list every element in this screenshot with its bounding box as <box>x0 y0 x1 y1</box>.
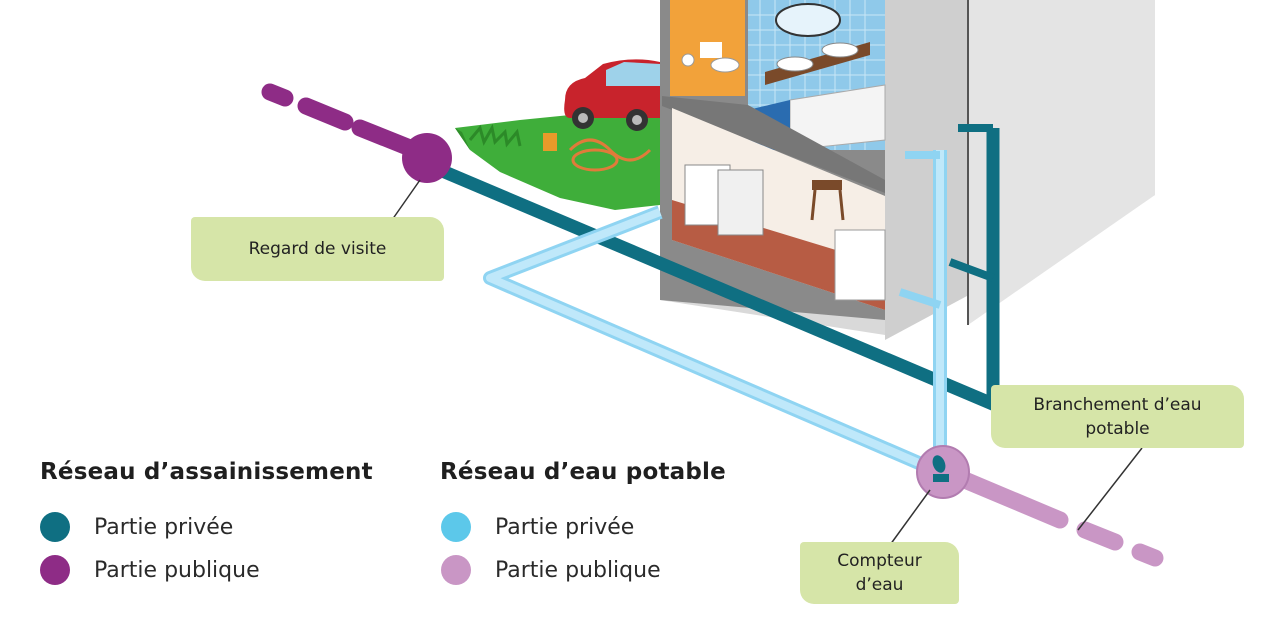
manhole-leader <box>391 179 421 221</box>
water-private-pipe <box>483 150 947 477</box>
house-cutaway <box>660 0 1155 340</box>
water-connection-callout: Branchement d’eau potable <box>991 385 1244 448</box>
manhole-marker <box>402 133 452 183</box>
legend-item-water-private: Partie privée <box>441 512 634 542</box>
water-public-pipe <box>951 469 1164 567</box>
legend-title-sewer: Réseau d’assainissement <box>40 459 373 485</box>
car-icon <box>564 59 660 131</box>
legend-label: Partie privée <box>94 514 234 540</box>
manhole-callout: Regard de visite <box>191 217 444 281</box>
legend-swatch <box>441 512 471 542</box>
water-meter-icon <box>916 445 970 499</box>
legend-label: Partie publique <box>495 557 661 583</box>
legend-item-water-public: Partie publique <box>441 555 661 585</box>
legend-title-drinking-water: Réseau d’eau potable <box>440 459 726 485</box>
legend-label: Partie privée <box>495 514 635 540</box>
sewer-public-pipe <box>261 83 429 161</box>
meter-leader <box>889 489 931 546</box>
legend-swatch <box>40 555 70 585</box>
sewer-private-pipe <box>437 124 1000 411</box>
legend-item-sewer-private: Partie privée <box>40 512 233 542</box>
legend-label: Partie publique <box>94 557 260 583</box>
lawn <box>455 110 660 210</box>
legend-swatch <box>441 555 471 585</box>
connection-leader <box>1077 447 1143 531</box>
legend-swatch <box>40 512 70 542</box>
water-meter-callout: Compteur d’eau <box>800 542 959 604</box>
legend-item-sewer-public: Partie publique <box>40 555 260 585</box>
